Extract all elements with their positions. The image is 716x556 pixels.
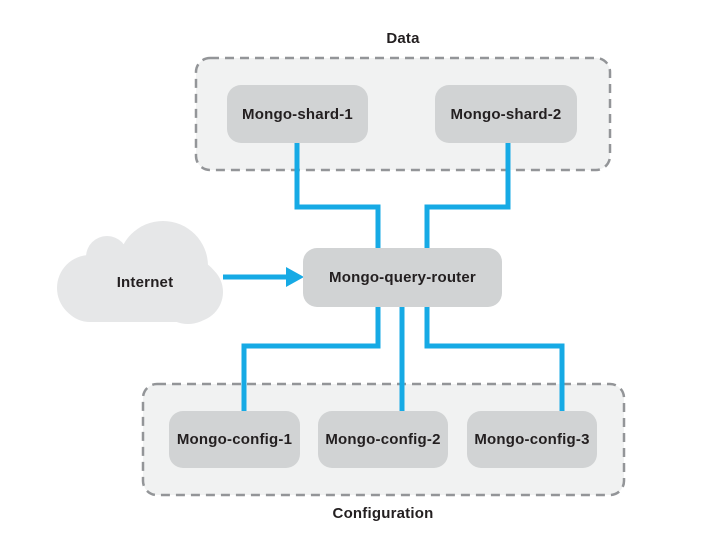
internet-label: Internet [116, 274, 174, 291]
node-mongo-query-router: Mongo-query-router [303, 248, 502, 307]
internet-cloud-icon [57, 221, 223, 324]
internet-to-router-arrow [223, 267, 304, 287]
connector-shard1-to-router [294, 141, 381, 250]
node-mongo-shard-2: Mongo-shard-2 [435, 85, 577, 143]
connector-shard2-to-router [424, 141, 511, 250]
connector-router-to-config3 [424, 305, 565, 413]
node-mongo-config-2: Mongo-config-2 [318, 411, 448, 468]
node-mongo-config-3: Mongo-config-3 [467, 411, 597, 468]
configuration-group-label: Configuration [332, 505, 434, 522]
node-mongo-shard-1: Mongo-shard-1 [227, 85, 368, 143]
node-mongo-config-1: Mongo-config-1 [169, 411, 300, 468]
data-group-label: Data [386, 30, 420, 47]
connector-router-to-config1 [241, 305, 381, 413]
